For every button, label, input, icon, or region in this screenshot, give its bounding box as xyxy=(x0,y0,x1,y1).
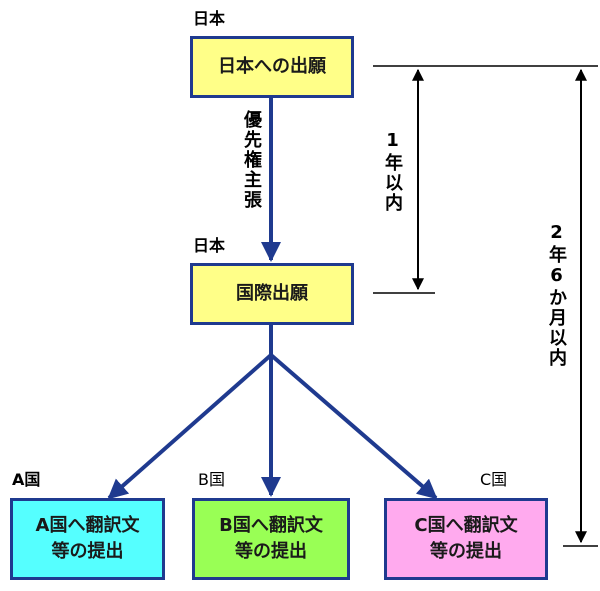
country-c-box: C国へ翻訳文 等の提出 xyxy=(384,498,548,580)
country-c-line1: C国へ翻訳文 xyxy=(414,515,518,536)
country-a-line2: 等の提出 xyxy=(51,541,124,562)
country-a-label: A国 xyxy=(12,470,41,489)
country-b-line2: 等の提出 xyxy=(234,541,307,562)
branch-arrow-a xyxy=(107,353,273,500)
one-year-period-label: 1年以内 xyxy=(382,130,403,213)
country-b-label: B国 xyxy=(198,470,225,489)
country-c-line2: 等の提出 xyxy=(430,541,502,562)
country-b-box: B国へ翻訳文 等の提出 xyxy=(192,498,350,580)
japan-label-top: 日本 xyxy=(193,9,226,28)
branch-arrow-c xyxy=(269,353,438,500)
international-filing-box: 国際出願 xyxy=(190,263,354,325)
country-a-line1: A国へ翻訳文 xyxy=(35,515,140,536)
japan-filing-box: 日本への出願 xyxy=(190,36,354,98)
country-c-label: C国 xyxy=(480,470,508,489)
country-a-box: A国へ翻訳文 等の提出 xyxy=(10,498,165,580)
international-filing-text: 国際出願 xyxy=(236,283,308,304)
thirty-month-period-label: 2年6か月以内 xyxy=(546,222,567,368)
country-b-line1: B国へ翻訳文 xyxy=(219,515,323,536)
priority-claim-label: 優先権主張 xyxy=(241,110,262,210)
japan-label-middle: 日本 xyxy=(193,236,226,255)
japan-filing-text: 日本への出願 xyxy=(218,56,326,77)
